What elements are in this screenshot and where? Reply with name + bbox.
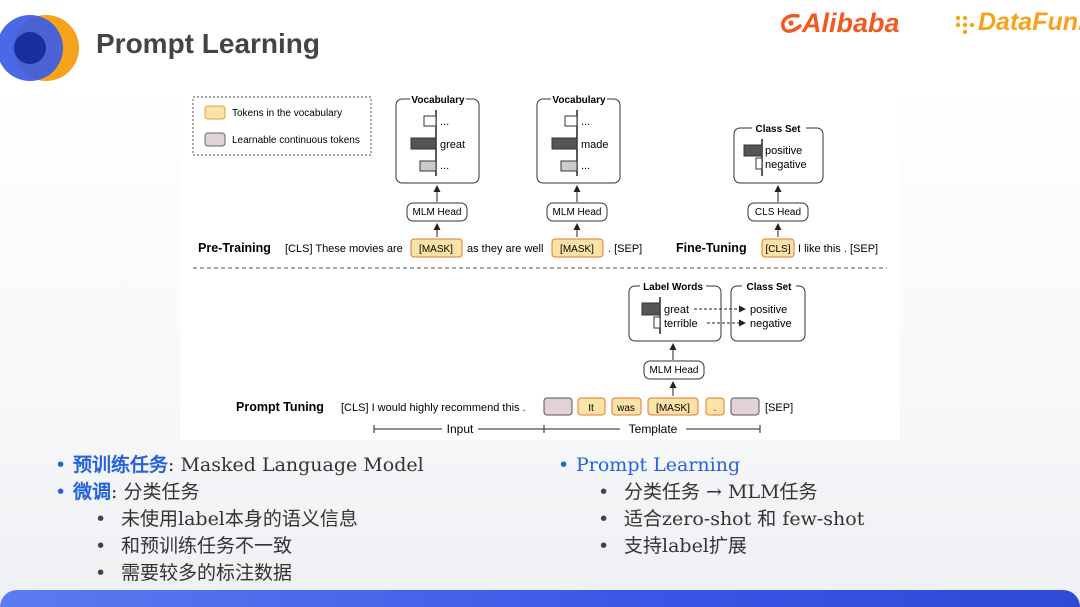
label-words-box: Label Words great terrible (628, 279, 722, 342)
vocab-box-2: Vocabulary ... made ... (536, 92, 621, 184)
datafun-logo-text: DataFun. (978, 8, 1080, 36)
svg-text:MLM Head: MLM Head (650, 365, 699, 376)
logo-circles-icon (0, 15, 79, 81)
prompttuning-sep: [SEP] (765, 402, 793, 414)
vocab2-word: made (581, 139, 609, 151)
sub-bullet-2: •和预训练任务不一致 (95, 535, 293, 557)
bullet-finetuning: •微调: 分类任务 (55, 481, 200, 503)
svg-text:...: ... (581, 116, 590, 128)
svg-text:...: ... (440, 160, 449, 172)
prompttuning-seq-start: [CLS] I would highly recommend this . (341, 402, 526, 414)
svg-text:MLM Head: MLM Head (413, 207, 462, 218)
pretraining-seq-mid: as they are well (467, 243, 543, 255)
vocab-box-1: Vocabulary ... great ... (395, 92, 480, 184)
continuous-token-2 (730, 397, 760, 416)
right-sub-bullet-1: •分类任务 → MLM任务 (598, 481, 818, 503)
right-sub-bullet-3: •支持label扩展 (598, 535, 747, 557)
finetuning-label: Fine-Tuning (676, 241, 747, 255)
right-bullet-list: •Prompt Learning •分类任务 → MLM任务 •适合zero-s… (558, 452, 864, 560)
mlm-head-2: MLM Head (546, 202, 608, 222)
svg-text:MLM Head: MLM Head (553, 207, 602, 218)
finetune-negative: negative (765, 159, 807, 171)
legend-continuous-label: Learnable continuous tokens (232, 135, 360, 146)
label-word-great: great (664, 304, 689, 316)
prompttuning-label: Prompt Tuning (236, 400, 324, 414)
prompt-class-title: Class Set (746, 282, 792, 293)
bullet-pretraining: •预训练任务: Masked Language Model (55, 454, 424, 476)
page-title: Prompt Learning (96, 28, 321, 59)
template-token-mask: [MASK] (656, 403, 690, 414)
template-span-label: Template (629, 422, 678, 436)
vocab1-word: great (440, 139, 465, 151)
svg-text:...: ... (581, 160, 590, 172)
bullet-prompt-learning: •Prompt Learning (558, 454, 741, 476)
vocab1-title: Vocabulary (411, 95, 465, 106)
prompt-class-positive: positive (750, 304, 787, 316)
left-bullet-list: •预训练任务: Masked Language Model •微调: 分类任务 … (55, 452, 424, 587)
template-token-dot: . (714, 403, 717, 414)
right-sub-bullet-2: •适合zero-shot 和 few-shot (598, 508, 865, 530)
cls-head: CLS Head (747, 202, 809, 222)
prompt-class-set: Class Set positive negative (730, 279, 806, 342)
finetune-class-set: Class Set positive negative (733, 121, 824, 184)
alibaba-logo-icon (781, 13, 802, 33)
pretraining-label: Pre-Training (198, 241, 271, 255)
mlm-head-1: MLM Head (406, 202, 468, 222)
sub-bullet-3: •需要较多的标注数据 (95, 562, 293, 584)
legend-vocab-label: Tokens in the vocabulary (232, 108, 342, 119)
template-token-it: It (588, 403, 594, 414)
svg-text:...: ... (440, 116, 449, 128)
bottom-accent-bar (0, 590, 1080, 607)
legend: Tokens in the vocabulary Learnable conti… (192, 96, 372, 156)
prompt-class-negative: negative (750, 318, 792, 330)
sub-bullet-1: •未使用label本身的语义信息 (95, 508, 358, 530)
input-span-label: Input (447, 422, 474, 436)
pretraining-mask-1: [MASK] (419, 244, 453, 255)
pretraining-seq-end: . [SEP] (608, 243, 642, 255)
continuous-token-1 (543, 397, 573, 416)
mlm-head-prompt: MLM Head (643, 360, 705, 380)
pretraining-mask-2: [MASK] (560, 244, 594, 255)
finetune-class-title: Class Set (755, 124, 801, 135)
finetuning-cls-token: [CLS] (765, 244, 790, 255)
alibaba-logo-text: Alibaba (802, 8, 900, 38)
prompt-learning-diagram: Tokens in the vocabulary Learnable conti… (180, 84, 900, 440)
svg-text:CLS Head: CLS Head (755, 207, 801, 218)
pretraining-seq-start: [CLS] These movies are (285, 243, 403, 255)
datafun-logo-icon (955, 15, 975, 34)
finetune-positive: positive (765, 145, 802, 157)
template-token-was: was (616, 403, 635, 414)
vocab2-title: Vocabulary (552, 95, 606, 106)
label-word-terrible: terrible (664, 318, 698, 330)
finetuning-seq: I like this . [SEP] (798, 243, 878, 255)
label-words-title: Label Words (643, 282, 703, 293)
